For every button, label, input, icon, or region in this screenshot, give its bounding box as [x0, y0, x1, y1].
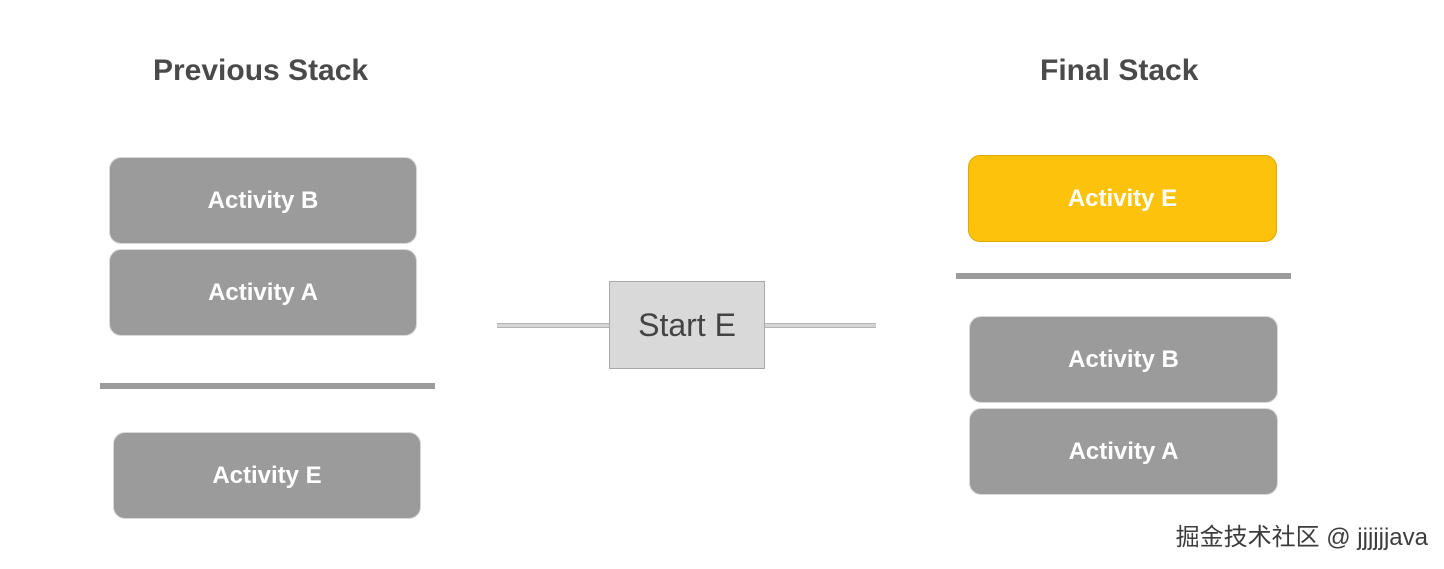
previous-activity-e-card: Activity E — [113, 432, 421, 519]
connector-right — [763, 323, 876, 328]
previous-stack-divider — [100, 383, 435, 389]
start-e-action-box: Start E — [609, 281, 765, 369]
final-stack-title: Final Stack — [1040, 54, 1199, 87]
previous-stack-title: Previous Stack — [153, 54, 369, 87]
final-activity-e-card: Activity E — [968, 155, 1277, 242]
previous-activity-a-card: Activity A — [109, 249, 417, 336]
final-stack-divider — [956, 273, 1291, 279]
final-activity-a-card: Activity A — [969, 408, 1278, 495]
final-activity-b-card: Activity B — [969, 316, 1278, 403]
watermark-text: 掘金技术社区 @ jjjjjjava — [1175, 524, 1428, 551]
connector-left — [497, 323, 611, 328]
previous-activity-b-card: Activity B — [109, 157, 417, 244]
